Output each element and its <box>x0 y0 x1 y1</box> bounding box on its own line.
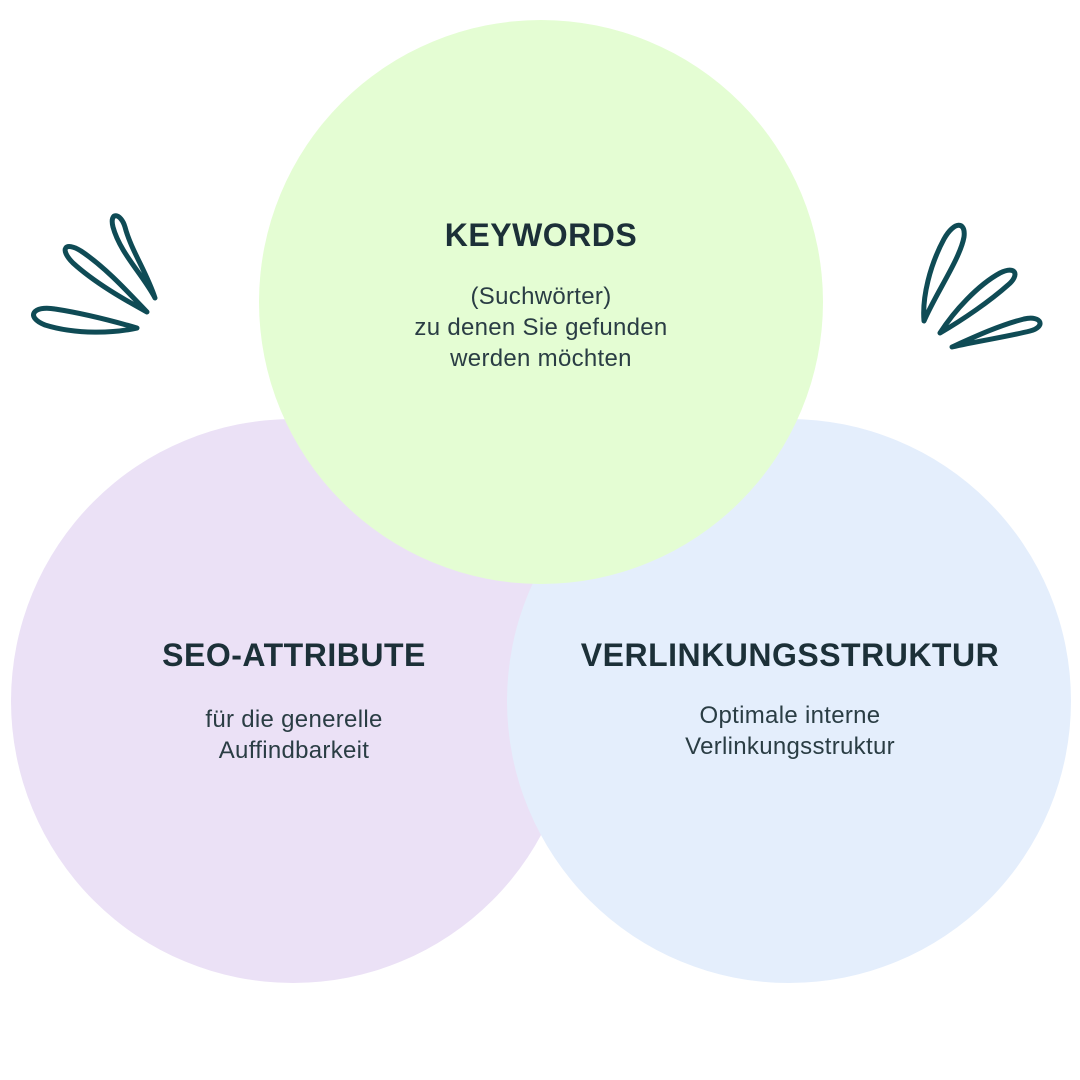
keywords-description: (Suchwörter) zu denen Sie gefunden werde… <box>341 281 741 374</box>
link-structure-description: Optimale interne Verlinkungsstruktur <box>590 700 990 762</box>
seo-line: für die generelle <box>205 706 383 733</box>
leaves-icon <box>31 213 158 335</box>
keywords-line: zu denen Sie gefunden <box>414 314 668 341</box>
keywords-title: KEYWORDS <box>444 217 638 253</box>
link-structure-line: Optimale interne <box>699 702 881 729</box>
link-structure-line: Verlinkungsstruktur <box>685 733 895 760</box>
keywords-line: (Suchwörter) <box>470 283 612 310</box>
keywords-line: werden möchten <box>450 345 632 372</box>
leaves-icon <box>921 222 1043 350</box>
seo-title: SEO-ATTRIBUTE <box>162 637 426 673</box>
keywords-circle <box>259 20 823 584</box>
seo-description: für die generelle Auffindbarkeit <box>94 704 494 766</box>
seo-line: Auffindbarkeit <box>218 737 370 764</box>
link-structure-title: VERLINKUNGSSTRUKTUR <box>580 637 1000 673</box>
